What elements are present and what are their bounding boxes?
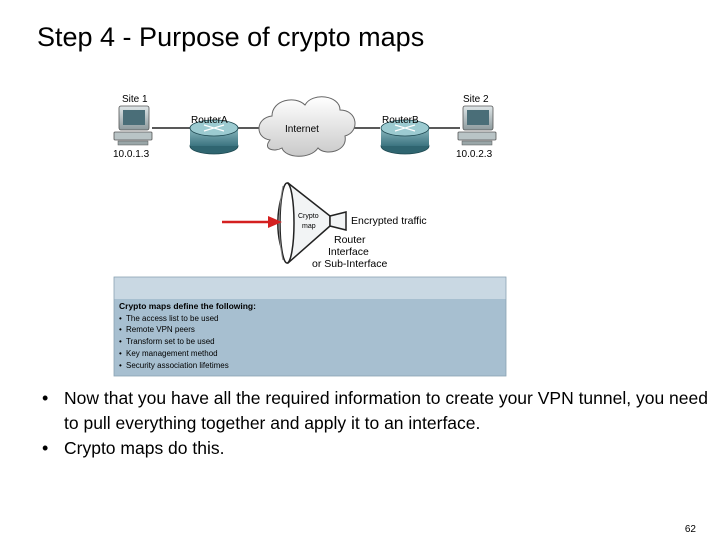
interface-label-line3: or Sub-Interface	[312, 258, 387, 270]
site2-computer-icon	[457, 105, 497, 146]
slide-title: Step 4 - Purpose of crypto maps	[37, 22, 425, 52]
bullet-dot-icon: •	[42, 438, 49, 458]
site2-ip: 10.0.2.3	[456, 149, 493, 160]
crypto-maps-info-box	[113, 276, 507, 377]
router-a-icon	[189, 119, 239, 155]
bullet-text: Crypto maps do this.	[64, 438, 225, 458]
bullet-dot-icon: •	[42, 388, 49, 408]
site1-label: Site 1	[122, 94, 148, 105]
info-box-bullet: •	[119, 325, 122, 334]
bullet-list: • Now that you have all the required inf…	[42, 386, 710, 461]
bullet-text: Now that you have all the required infor…	[64, 388, 708, 433]
info-box-bullet: •	[119, 361, 122, 370]
interface-label-line2: Interface	[328, 246, 369, 258]
info-box-bullet: •	[119, 337, 122, 346]
bullet-item: • Crypto maps do this.	[42, 436, 710, 461]
page-number: 62	[684, 524, 696, 535]
info-box-bullet: •	[119, 314, 122, 323]
info-box-list: • The access list to be used • Remote VP…	[119, 314, 229, 370]
router-a-label: RouterA	[191, 115, 228, 126]
info-box-item: Transform set to be used	[126, 337, 215, 346]
router-b-label: RouterB	[382, 115, 419, 126]
info-box-heading: Crypto maps define the following:	[119, 301, 256, 311]
info-box-item: Security association lifetimes	[126, 361, 229, 370]
crypto-map-diagram: Site 1 10.0.1.3 RouterA Internet RouterB…	[113, 94, 507, 377]
crypto-map-funnel-icon	[277, 181, 347, 265]
cloud-label: Internet	[285, 124, 319, 135]
router-b-icon	[380, 119, 430, 155]
internet-cloud-icon	[258, 96, 356, 157]
site1-ip: 10.0.1.3	[113, 149, 150, 160]
info-box-item: The access list to be used	[126, 314, 219, 323]
info-box-item: Key management method	[126, 349, 218, 358]
bullet-item: • Now that you have all the required inf…	[42, 386, 710, 436]
red-arrow-icon	[222, 216, 282, 228]
crypto-map-label-line1: Crypto	[298, 213, 319, 220]
info-box-item: Remote VPN peers	[126, 325, 195, 334]
interface-label-line1: Router	[334, 234, 366, 246]
site1-computer-icon	[113, 105, 153, 146]
crypto-map-label-line2: map	[302, 223, 316, 230]
site2-label: Site 2	[463, 94, 489, 105]
info-box-bullet: •	[119, 349, 122, 358]
encrypted-traffic-label: Encrypted traffic	[351, 215, 427, 227]
